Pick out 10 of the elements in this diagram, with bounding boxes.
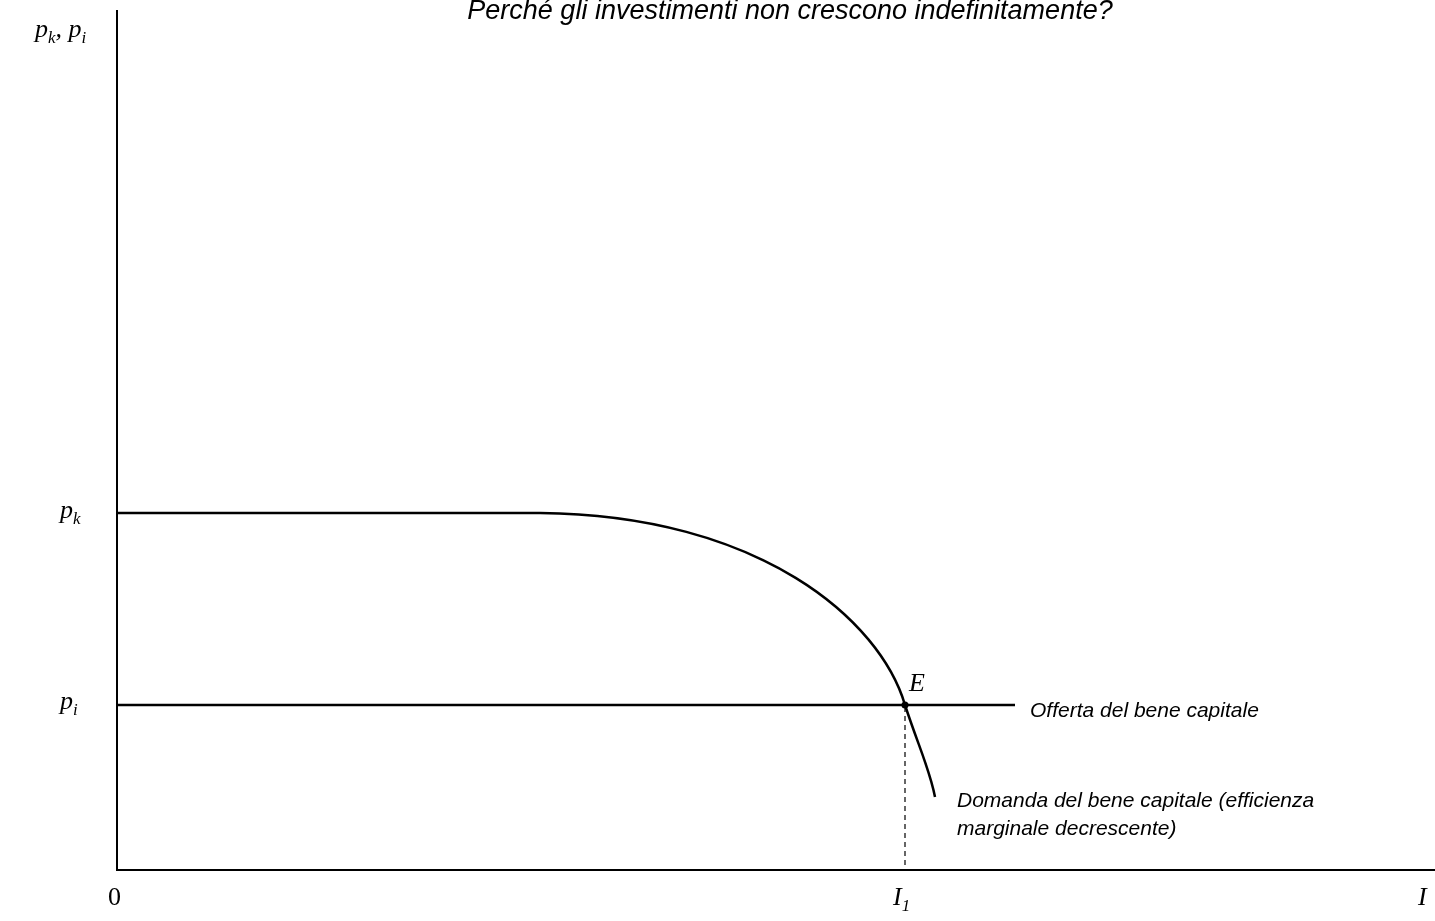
curve-label: Domanda del bene capitale (efficienza marginale decrescente) bbox=[957, 787, 1316, 841]
axis-tick-label: p$_{k}$ bbox=[60, 495, 81, 530]
curve-label: Offerta del bene capitale bbox=[1030, 697, 1259, 723]
axis-tick-label: p$_{i}$ bbox=[60, 686, 78, 721]
axis-label: I bbox=[1418, 882, 1427, 912]
axis-label: p$_{k}$, p$_{i}$ bbox=[35, 14, 87, 49]
axis-tick-label: I$_{1}$ bbox=[893, 882, 911, 917]
point-label: E bbox=[909, 668, 925, 698]
origin-label: 0 bbox=[108, 882, 121, 912]
chart-title: Perché gli investimenti non crescono indefinitamente? bbox=[466, 0, 1114, 24]
